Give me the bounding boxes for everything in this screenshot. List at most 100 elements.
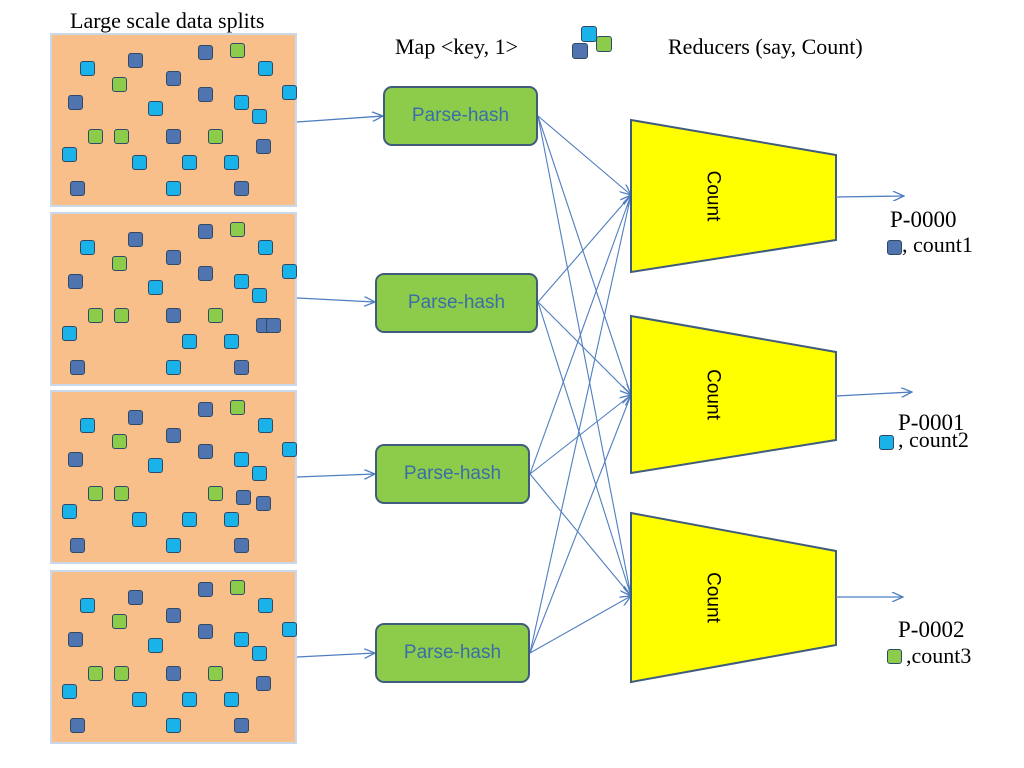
shuffle-arrow bbox=[537, 115, 631, 395]
key-square-icon bbox=[234, 274, 249, 289]
key-square-icon bbox=[230, 43, 245, 58]
output-count: , count1 bbox=[902, 232, 973, 257]
key-square-icon bbox=[182, 155, 197, 170]
key-square-icon bbox=[68, 274, 83, 289]
key-square-icon bbox=[114, 308, 129, 323]
shuffle-arrow bbox=[529, 395, 631, 654]
key-square-icon bbox=[258, 418, 273, 433]
key-square-icon bbox=[224, 512, 239, 527]
split-to-mapper-arrow bbox=[296, 474, 375, 477]
map-key-icon bbox=[570, 24, 618, 64]
key-square-icon bbox=[234, 452, 249, 467]
key-square-icon bbox=[166, 71, 181, 86]
reducer-output-arrows bbox=[835, 196, 912, 597]
data-split bbox=[50, 33, 297, 207]
key-square-icon bbox=[62, 504, 77, 519]
key-square-icon bbox=[148, 101, 163, 116]
key-square-icon bbox=[282, 442, 297, 457]
key-square-icon bbox=[258, 598, 273, 613]
key-square-icon bbox=[224, 692, 239, 707]
output-count: , count2 bbox=[898, 427, 969, 452]
key-square-icon bbox=[198, 444, 213, 459]
key-square-icon bbox=[166, 360, 181, 375]
key-square-icon bbox=[208, 129, 223, 144]
key-square-icon bbox=[208, 486, 223, 501]
key-square-icon bbox=[236, 490, 251, 505]
key-square-icon bbox=[166, 129, 181, 144]
key-square-icon bbox=[166, 718, 181, 733]
key-square-icon bbox=[256, 496, 271, 511]
key-square-icon bbox=[198, 402, 213, 417]
key-square-icon bbox=[70, 360, 85, 375]
key-square-icon bbox=[182, 334, 197, 349]
key-square-icon bbox=[282, 622, 297, 637]
split-to-mapper-arrow bbox=[296, 653, 375, 657]
key-square-icon bbox=[166, 181, 181, 196]
shuffle-arrow bbox=[537, 301, 631, 395]
key-square-icon bbox=[114, 666, 129, 681]
split-to-mapper-arrows bbox=[296, 116, 383, 657]
key-square-icon bbox=[62, 684, 77, 699]
output-partition-title: P-0001 bbox=[898, 410, 965, 435]
key-square-icon bbox=[252, 288, 267, 303]
key-square-icon bbox=[112, 614, 127, 629]
key-square-icon bbox=[88, 666, 103, 681]
key-square-icon bbox=[252, 646, 267, 661]
output-partition-title: P-0000 bbox=[890, 207, 957, 232]
parse-hash-mapper: Parse-hash bbox=[375, 623, 530, 683]
key-square-icon bbox=[148, 458, 163, 473]
key-square-icon bbox=[114, 486, 129, 501]
count-reducer bbox=[630, 511, 837, 684]
key-square-icon bbox=[234, 632, 249, 647]
key-square-icon bbox=[62, 326, 77, 341]
key-square-icon bbox=[230, 400, 245, 415]
key-square-icon bbox=[166, 308, 181, 323]
key-square-icon bbox=[198, 582, 213, 597]
key-square-icon bbox=[88, 308, 103, 323]
reducer-label: Count bbox=[703, 572, 724, 623]
shuffle-arrow bbox=[537, 115, 631, 596]
key-square-icon bbox=[252, 109, 267, 124]
shuffle-arrow bbox=[537, 301, 631, 596]
reducers-header: Reducers (say, Count) bbox=[668, 34, 863, 59]
key-square-icon bbox=[224, 155, 239, 170]
key-square-icon bbox=[282, 264, 297, 279]
key-square-icon bbox=[234, 538, 249, 553]
key-square-icon bbox=[234, 95, 249, 110]
key-square-icon bbox=[208, 666, 223, 681]
shuffle-arrow bbox=[529, 195, 631, 654]
key-square-icon bbox=[198, 45, 213, 60]
key-square-icon bbox=[70, 181, 85, 196]
key-square-icon bbox=[182, 512, 197, 527]
key-square-icon bbox=[224, 334, 239, 349]
key-square-icon bbox=[88, 486, 103, 501]
parse-hash-mapper: Parse-hash bbox=[383, 86, 538, 146]
count-reducer bbox=[630, 314, 837, 475]
key-square-icon bbox=[132, 512, 147, 527]
count-reducer bbox=[630, 118, 837, 274]
reducer-output-arrow bbox=[835, 392, 912, 396]
key-square-icon bbox=[234, 718, 249, 733]
key-square-icon bbox=[80, 61, 95, 76]
key-square-icon bbox=[148, 638, 163, 653]
key-square-icon bbox=[166, 608, 181, 623]
key-square-icon bbox=[230, 222, 245, 237]
key-square-icon bbox=[256, 139, 271, 154]
data-split bbox=[50, 570, 297, 744]
key-square-icon bbox=[132, 692, 147, 707]
reducer-label: Count bbox=[703, 171, 724, 222]
key-square-icon bbox=[198, 224, 213, 239]
key-square-icon bbox=[68, 452, 83, 467]
key-square-icon bbox=[128, 410, 143, 425]
key-square-icon bbox=[112, 77, 127, 92]
key-square-icon bbox=[198, 87, 213, 102]
reducer-output-arrow bbox=[835, 196, 904, 197]
split-to-mapper-arrow bbox=[296, 116, 383, 123]
key-square-icon bbox=[112, 434, 127, 449]
output-count: ,count3 bbox=[906, 643, 972, 668]
data-split bbox=[50, 212, 297, 386]
data-split bbox=[50, 390, 297, 564]
shuffle-arrow bbox=[529, 473, 631, 596]
